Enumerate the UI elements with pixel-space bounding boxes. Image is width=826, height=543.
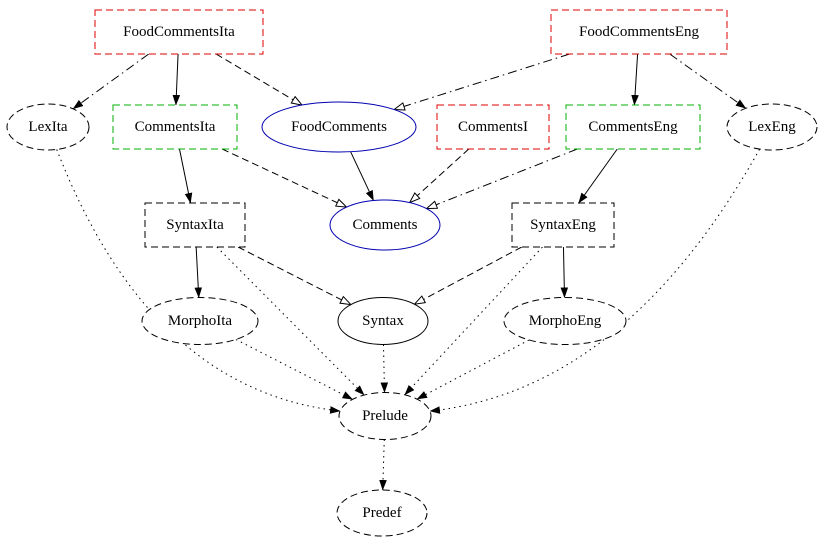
edge-LexIta-to-Prelude bbox=[56, 149, 341, 414]
node-label-Predef: Predef bbox=[362, 505, 401, 521]
node-Predef: Predef bbox=[336, 489, 428, 537]
edge-CommentsIta-to-SyntaxIta bbox=[179, 148, 193, 204]
edge-SyntaxEng-to-MorphoEng bbox=[560, 246, 569, 299]
ellipse-outline-Prelude bbox=[338, 392, 432, 440]
node-FoodCommentsEng: FoodCommentsEng bbox=[550, 9, 728, 55]
edge-SyntaxIta-to-MorphoIta bbox=[194, 246, 203, 299]
node-label-Syntax: Syntax bbox=[362, 313, 404, 329]
node-LexIta: LexIta bbox=[6, 103, 90, 151]
node-label-FoodCommentsIta: FoodCommentsIta bbox=[123, 24, 235, 40]
node-label-SyntaxIta: SyntaxIta bbox=[166, 217, 224, 233]
ellipse-outline-MorphoEng bbox=[503, 297, 627, 345]
node-SyntaxEng: SyntaxEng bbox=[511, 202, 615, 248]
edge-FoodCommentsIta-to-FoodComments bbox=[215, 53, 302, 105]
node-Comments: Comments bbox=[329, 199, 441, 251]
edge-MorphoIta-to-Prelude bbox=[235, 339, 354, 400]
node-MorphoEng: MorphoEng bbox=[503, 297, 627, 345]
node-label-SyntaxEng: SyntaxEng bbox=[530, 217, 596, 233]
node-Syntax: Syntax bbox=[337, 297, 429, 345]
edges-layer bbox=[56, 53, 761, 491]
rect-outline-FoodCommentsEng bbox=[550, 9, 728, 55]
ellipse-outline-Syntax bbox=[337, 297, 429, 345]
node-FoodCommentsIta: FoodCommentsIta bbox=[94, 9, 264, 55]
node-label-FoodComments: FoodComments bbox=[291, 119, 387, 135]
node-CommentsIta: CommentsIta bbox=[112, 104, 238, 150]
edge-SyntaxEng-to-Syntax bbox=[414, 246, 522, 304]
ellipse-outline-FoodComments bbox=[261, 101, 417, 153]
node-Prelude: Prelude bbox=[338, 392, 432, 440]
edge-CommentsIta-to-Comments bbox=[221, 148, 346, 207]
ellipse-outline-LexEng bbox=[726, 103, 818, 151]
ellipse-outline-MorphoIta bbox=[141, 297, 259, 345]
edge-Prelude-to-Predef bbox=[379, 439, 387, 491]
node-label-CommentsEng: CommentsEng bbox=[588, 119, 678, 135]
edge-FoodCommentsEng-to-CommentsEng bbox=[631, 53, 639, 106]
ellipse-outline-LexIta bbox=[6, 103, 90, 151]
node-CommentsEng: CommentsEng bbox=[565, 104, 701, 150]
edge-MorphoEng-to-Prelude bbox=[416, 339, 530, 400]
edge-FoodCommentsIta-to-CommentsIta bbox=[172, 53, 181, 106]
node-CommentsI: CommentsI bbox=[436, 104, 550, 150]
node-label-LexIta: LexIta bbox=[28, 119, 67, 135]
rect-outline-FoodCommentsIta bbox=[94, 9, 264, 55]
edge-FoodCommentsEng-to-LexEng bbox=[669, 53, 747, 109]
rect-outline-SyntaxIta bbox=[144, 202, 246, 248]
ellipse-outline-Comments bbox=[329, 199, 441, 251]
edge-SyntaxEng-to-Prelude bbox=[404, 246, 543, 396]
node-label-MorphoEng: MorphoEng bbox=[529, 313, 602, 329]
edge-FoodComments-to-Comments bbox=[350, 151, 374, 202]
edge-CommentsI-to-Comments bbox=[410, 148, 470, 203]
node-label-Comments: Comments bbox=[352, 217, 417, 233]
node-label-CommentsIta: CommentsIta bbox=[135, 119, 216, 135]
edge-LexEng-to-Prelude bbox=[429, 148, 761, 414]
node-label-CommentsI: CommentsI bbox=[458, 119, 528, 135]
node-LexEng: LexEng bbox=[726, 103, 818, 151]
node-SyntaxIta: SyntaxIta bbox=[144, 202, 246, 248]
rect-outline-CommentsI bbox=[436, 104, 550, 150]
node-FoodComments: FoodComments bbox=[261, 101, 417, 153]
rect-outline-CommentsEng bbox=[565, 104, 701, 150]
edge-CommentsEng-to-Comments bbox=[427, 148, 578, 209]
node-label-FoodCommentsEng: FoodCommentsEng bbox=[579, 24, 700, 40]
edge-FoodCommentsIta-to-LexIta bbox=[72, 53, 149, 110]
rect-outline-CommentsIta bbox=[112, 104, 238, 150]
node-label-LexEng: LexEng bbox=[748, 119, 796, 135]
node-label-MorphoIta: MorphoIta bbox=[168, 313, 232, 329]
edge-CommentsEng-to-SyntaxEng bbox=[578, 148, 618, 204]
edge-Syntax-to-Prelude bbox=[380, 344, 389, 394]
edge-SyntaxIta-to-Syntax bbox=[237, 246, 351, 305]
node-label-Prelude: Prelude bbox=[362, 408, 408, 424]
ellipse-outline-Predef bbox=[336, 489, 428, 537]
rect-outline-SyntaxEng bbox=[511, 202, 615, 248]
node-MorphoIta: MorphoIta bbox=[141, 297, 259, 345]
edge-FoodCommentsEng-to-FoodComments bbox=[394, 53, 570, 110]
